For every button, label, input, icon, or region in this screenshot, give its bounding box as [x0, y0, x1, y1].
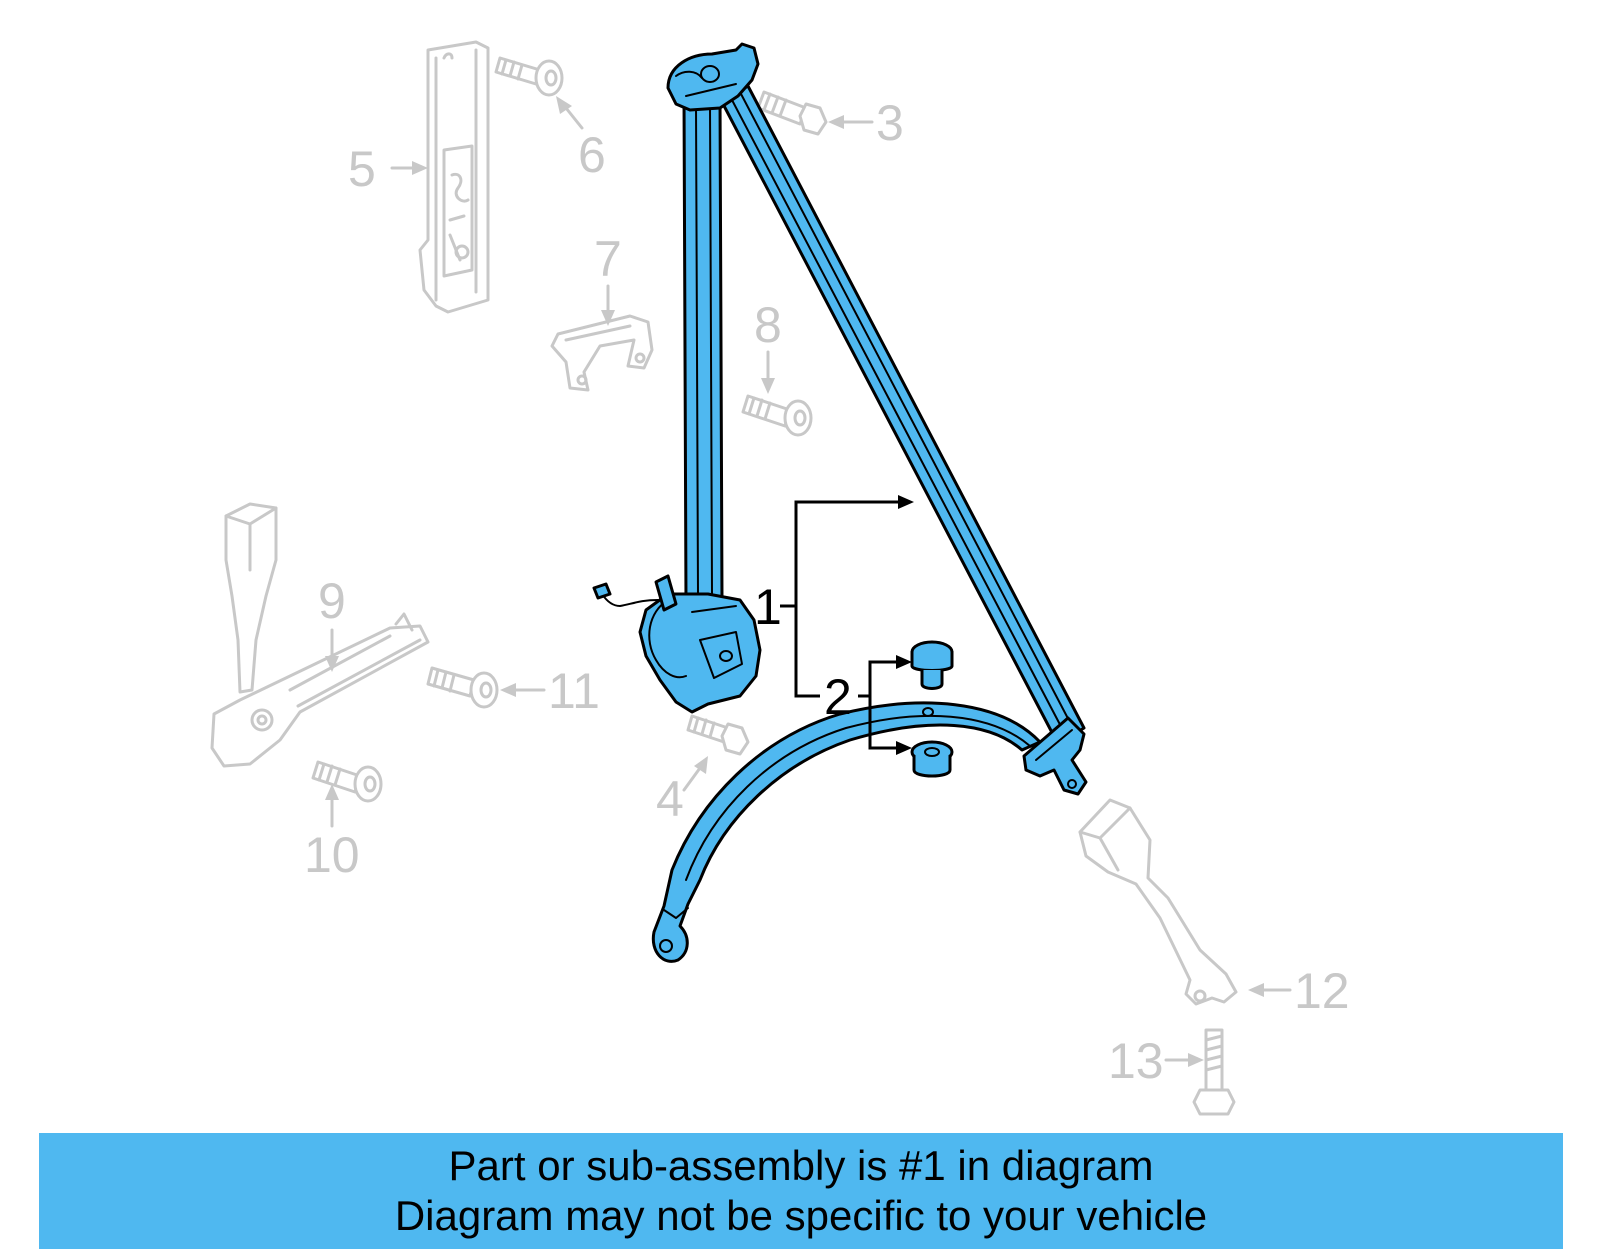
retractor-wire [601, 593, 659, 607]
callout-12: 12 [1294, 963, 1350, 1019]
callout-8-leader [761, 350, 775, 394]
callout-1-leader [780, 495, 914, 698]
part-9-buckle-assembly [210, 502, 430, 768]
callout-4: 4 [656, 771, 684, 827]
part-7-bracket [550, 314, 654, 392]
callout-7-leader [601, 284, 615, 326]
retractor-body [638, 592, 762, 714]
callout-2: 2 [824, 669, 852, 725]
banner-line-2: Diagram may not be specific to your vehi… [394, 1192, 1208, 1239]
part-5-height-adjuster [418, 40, 490, 314]
part-11-bolt [426, 666, 499, 709]
callout-13-leader [1164, 1053, 1204, 1067]
part-13-bolt [1192, 1028, 1236, 1116]
callout-6: 6 [578, 127, 606, 183]
retractor-sensor [654, 574, 678, 612]
info-banner: Part or sub-assembly is #1 in diagram Di… [39, 1133, 1563, 1249]
callout-9-leader [325, 628, 339, 672]
callout-10: 10 [304, 827, 360, 883]
callout-8: 8 [754, 297, 782, 353]
part-6-bolt [494, 56, 564, 97]
part-2-lower-nut [910, 740, 954, 778]
banner-line-1: Part or sub-assembly is #1 in diagram [448, 1142, 1154, 1189]
part-4-bolt [686, 714, 750, 756]
callout-10-leader [325, 784, 339, 828]
callout-5-leader [390, 161, 428, 175]
lap-belt-strap [651, 701, 1042, 963]
callout-5: 5 [348, 141, 376, 197]
callout-1: 1 [754, 579, 782, 635]
part-10-bolt [311, 760, 383, 803]
latch-plate [1022, 716, 1088, 796]
callout-7: 7 [594, 231, 622, 287]
callout-9: 9 [318, 573, 346, 629]
part-12-buckle [1078, 798, 1238, 1006]
callout-2-leader [858, 655, 912, 755]
callout-4-leader [682, 756, 708, 792]
part-2-upper-cap [910, 640, 954, 690]
part-1-seat-belt-assembly [592, 42, 1088, 963]
callout-3: 3 [876, 95, 904, 151]
callout-11-leader [500, 683, 546, 697]
callout-6-leader [556, 96, 584, 130]
callout-3-leader [828, 115, 874, 129]
retractor-webbing [682, 94, 724, 606]
callout-11: 11 [548, 663, 600, 719]
callout-12-leader [1248, 983, 1292, 997]
part-3-bolt [756, 90, 828, 136]
part-8-bolt [741, 394, 813, 437]
d-ring-guide [666, 42, 760, 112]
callout-13: 13 [1108, 1033, 1164, 1089]
